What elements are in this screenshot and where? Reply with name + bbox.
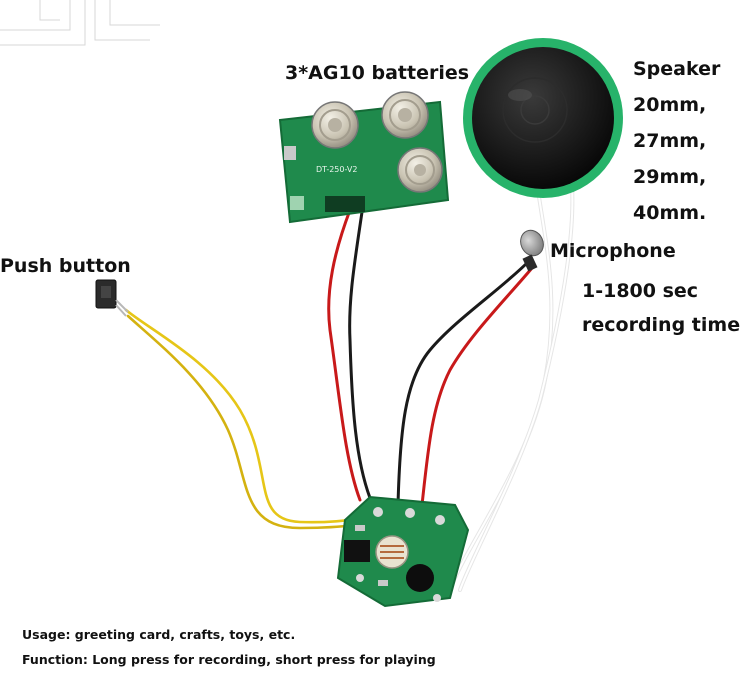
battery-board-marking: DT-250-V2 [316,165,357,174]
background-circuit-outline [0,0,160,46]
usage-text: Usage: greeting card, crafts, toys, etc. [22,627,296,642]
speaker [463,38,623,198]
microphone-wires [396,260,534,507]
microphone [520,229,544,272]
function-text: Function: Long press for recording, shor… [22,652,436,667]
microphone-label: Microphone [550,240,676,262]
speaker-size-27mm: 27mm, [633,130,707,152]
speaker-size-20mm: 20mm, [633,94,707,116]
batteries-label: 3*AG10 batteries [285,62,470,84]
sound-chip-blob [406,564,434,592]
battery-wires [327,208,372,502]
ic-chip [344,540,370,562]
recording-time-range: 1-1800 sec [582,280,699,302]
push-button-wires [124,308,367,530]
battery-cell [397,147,443,193]
speaker-wires [450,184,575,592]
push-button-label: Push button [0,255,131,277]
recording-time-label: recording time [582,314,741,336]
battery-board: DT-250-V2 [278,91,450,224]
speaker-size-40mm: 40mm. [633,202,707,224]
recording-board [336,495,470,608]
speaker-size-29mm: 29mm, [633,166,707,188]
speaker-label: Speaker [633,58,721,80]
battery-cell [311,101,359,149]
battery-cell [381,91,429,139]
push-button-component [95,279,129,317]
